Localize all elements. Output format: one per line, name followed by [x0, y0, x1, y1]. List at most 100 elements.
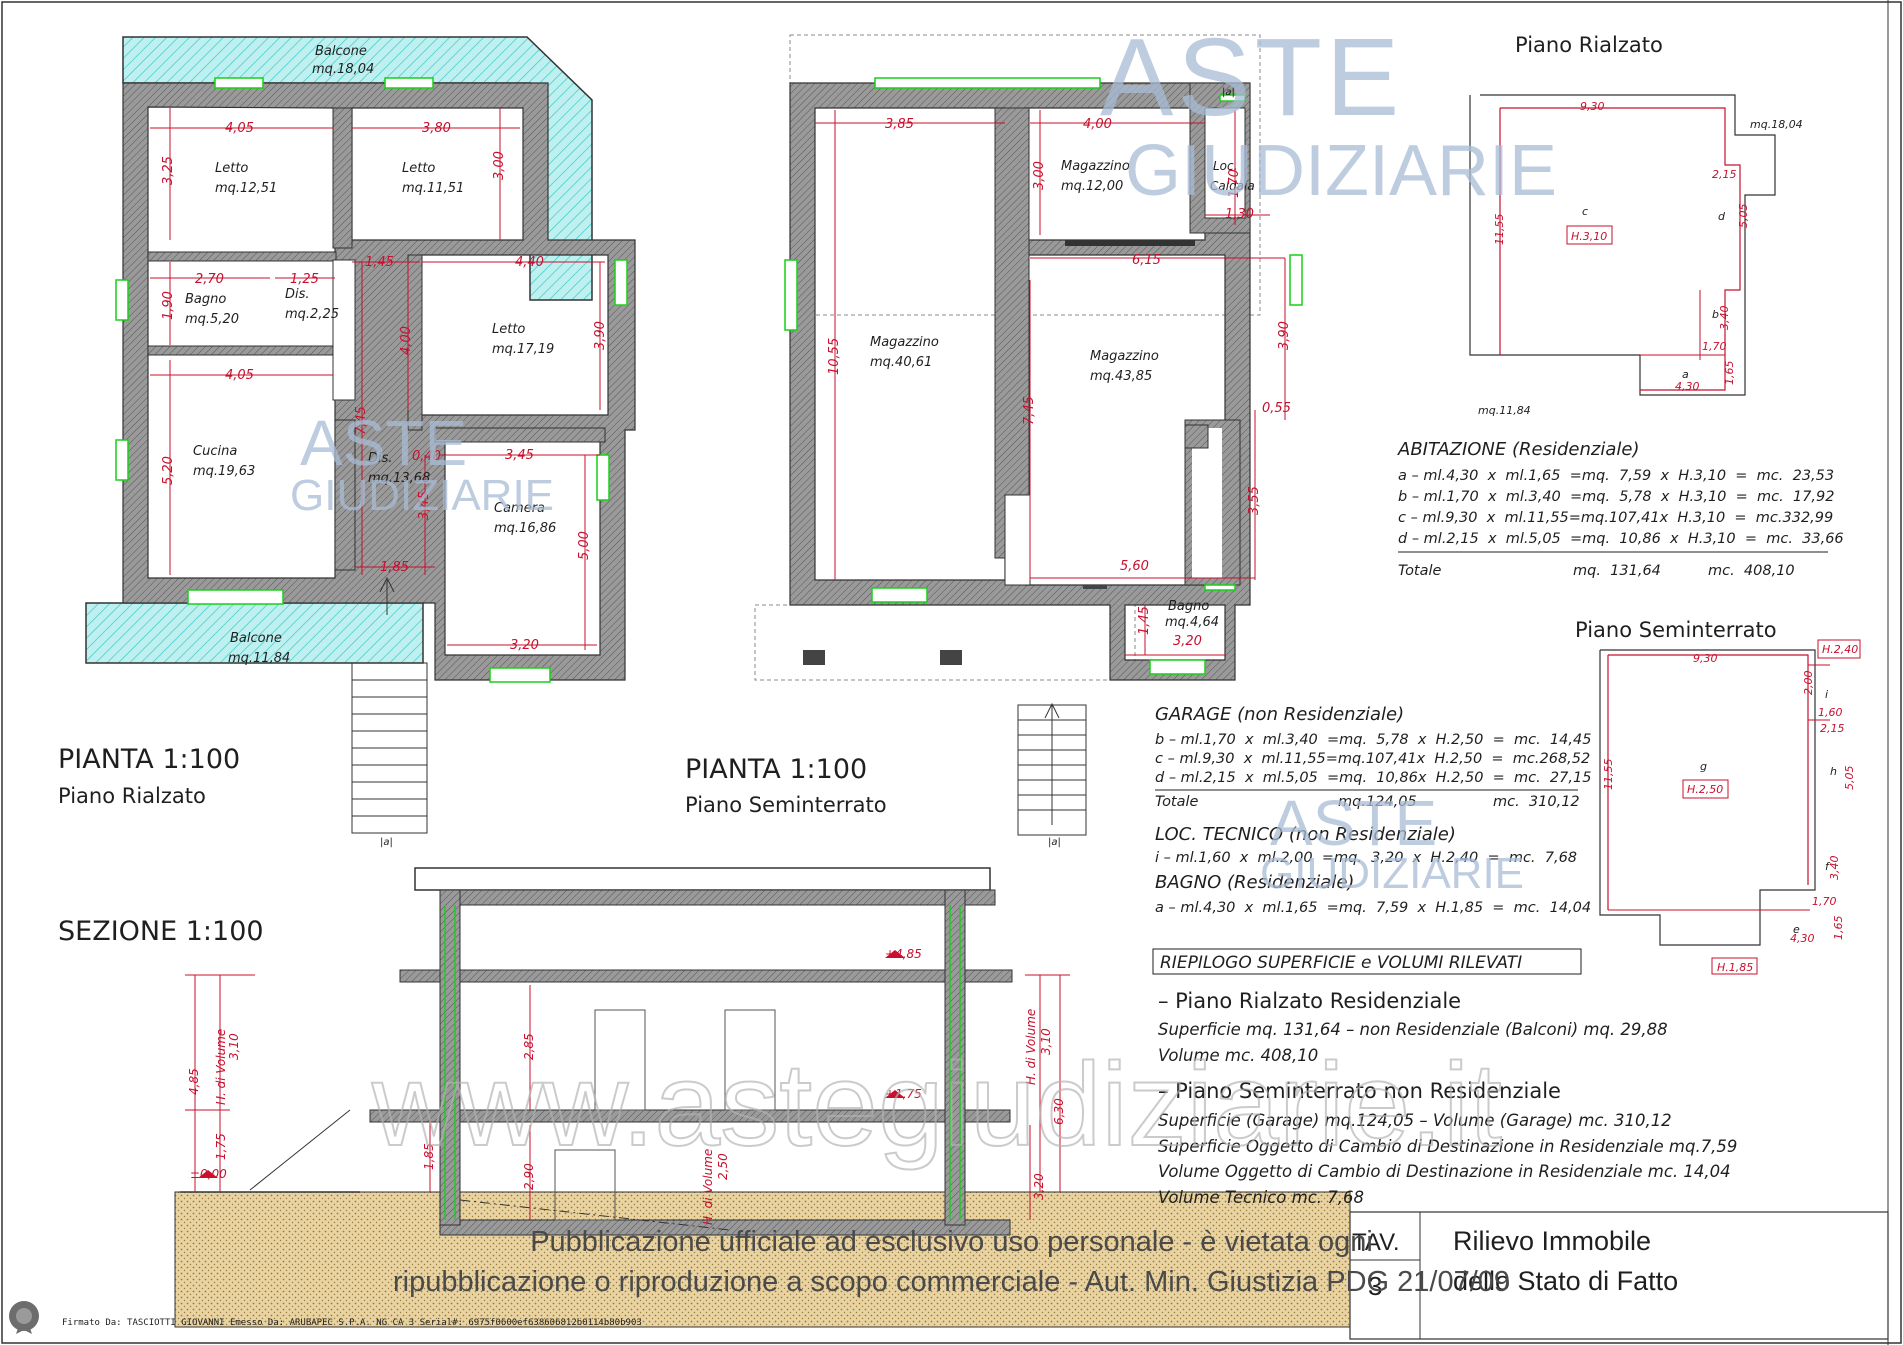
dim-r-5: 1,25 [290, 272, 319, 287]
dim-r-19: 3,20 [510, 638, 539, 653]
dim-s-10: 3,55 [1247, 486, 1262, 515]
room-name-dis-2: Dis. [368, 451, 393, 466]
abitazione-total-label: Totale [1398, 563, 1442, 579]
room-area-magazzino-3: mq.43,85 [1090, 369, 1152, 384]
riepilogo-heading: RIEPILOGO SUPERFICIE e VOLUMI RILEVATI [1160, 953, 1522, 973]
dim-r-1: 3,80 [422, 121, 451, 136]
room-area-letto-2: mq.11,51 [402, 181, 464, 196]
ss-label-17: H.1,85 [1717, 961, 1753, 974]
garage-row-c: c – ml.9,30 x ml.11,55=mq.107,41x H.2,50… [1155, 751, 1590, 767]
room-name-loc-caldaia-2: Caldaia [1210, 179, 1255, 193]
watermark-brand-top-2: ASTE [300, 407, 467, 479]
dim-s-1: 4,00 [1083, 117, 1112, 132]
room-name-cucina: Cucina [193, 444, 237, 459]
dim-s-5: 6,15 [1132, 253, 1161, 268]
stair-mark-rialzato: |a| [380, 837, 393, 848]
scheme-rialzato-title: Piano Rialzato [1515, 33, 1663, 57]
room-area-magazzino-2: mq.12,00 [1061, 179, 1123, 194]
dim-s-3: 1,70 [1227, 169, 1242, 198]
ss-label-6: h [1830, 765, 1837, 778]
dim-r-16: 3,45 [505, 448, 534, 463]
sr-label-12: a [1682, 368, 1689, 381]
garage-total-volume: mc. 310,12 [1493, 794, 1580, 810]
sr-label-11: 1,65 [1723, 361, 1736, 386]
title-block [1349, 1211, 1889, 1340]
riepilogo-rialzato-title: – Piano Rialzato Residenziale [1158, 989, 1461, 1013]
dim-s-7: 3,90 [1277, 321, 1292, 350]
bagno-row: a – ml.4,30 x ml.1,65 =mq. 7,59 x H.1,85… [1155, 900, 1591, 916]
sr-label-0: 9,30 [1580, 100, 1605, 113]
ss-label-5: 2,15 [1820, 722, 1845, 735]
sec-label-11: 2,50 [716, 1153, 730, 1180]
ss-label-11: f [1825, 860, 1831, 873]
sr-label-13: 4,30 [1675, 380, 1700, 393]
room-area-balcone-top: mq.18,04 [312, 62, 374, 77]
tav-number: 3 [1368, 1271, 1382, 1301]
loc-tecnico-row: i – ml.1,60 x ml.2,00 =mq. 3,20 x H.2,40… [1155, 850, 1577, 866]
dim-s-12: 1,45 [1137, 606, 1152, 635]
sec-label-12: H. di Volume [1024, 1009, 1038, 1085]
dim-r-11: 4,05 [225, 368, 254, 383]
garage-row-d: d – ml.2,15 x ml.5,05 =mq. 10,86x H.2,50… [1155, 770, 1591, 786]
ss-label-2: 2,00 [1802, 671, 1815, 696]
sec-label-1: 2,85 [522, 1033, 536, 1060]
room-name-bagno: Bagno [185, 292, 226, 307]
room-area-bagno-sem: mq.4,64 [1165, 615, 1219, 630]
dim-r-3: 3,00 [492, 151, 507, 180]
room-name-letto-2: Letto [402, 161, 435, 176]
watermark-site: www.astegiudiziarie.it [371, 1039, 1502, 1171]
plan-seminterrato-title: PIANTA 1:100 [685, 754, 867, 785]
room-name-dis-1: Dis. [285, 287, 310, 302]
sr-label-1: mq.18,04 [1750, 118, 1803, 131]
scheme-rialzato [1469, 94, 1776, 396]
room-area-letto-1: mq.12,51 [215, 181, 277, 196]
stair-mark-top: |a| [1222, 87, 1235, 98]
room-area-dis-2: mq.13,68 [368, 471, 430, 486]
dim-s-11: 5,60 [1120, 559, 1149, 574]
sec-label-13: 3,10 [1039, 1028, 1053, 1055]
digital-signature: Firmato Da: TASCIOTTI GIOVANNI Emesso Da… [62, 1318, 642, 1328]
dim-r-0: 4,05 [225, 121, 254, 136]
watermarks: ASTE GIUDIZIARIE ASTE GIUDIZIARIE ASTE G… [290, 16, 1557, 1172]
room-name-magazzino-2: Magazzino [1061, 159, 1130, 174]
sec-label-7: 3,10 [227, 1033, 241, 1060]
room-name-loc-caldaia-1: Loc. [1213, 159, 1237, 173]
sec-label-2: +1,75 [885, 1087, 922, 1101]
sec-label-4: 2,90 [522, 1163, 536, 1190]
stair-mark-seminterrato: |a| [1048, 837, 1061, 848]
abitazione-row-b: b – ml.1,70 x ml.3,40 =mq. 5,78 x H.3,10… [1398, 489, 1834, 505]
sec-label-8: H. di Volume [214, 1029, 228, 1105]
plan-seminterrato-subtitle: Piano Seminterrato [685, 793, 887, 817]
tav-label: TAV. [1352, 1229, 1400, 1256]
room-name-letto-3: Letto [492, 322, 525, 337]
ss-label-13: 1,70 [1812, 895, 1837, 908]
plan-rialzato-title: PIANTA 1:100 [58, 744, 240, 775]
section-title: SEZIONE 1:100 [58, 916, 264, 947]
sr-label-14: mq.11,84 [1478, 404, 1531, 417]
ss-label-12: 3,40 [1828, 856, 1841, 881]
riepilogo-seminterrato-line-4: Volume Tecnico mc. 7,68 [1158, 1188, 1364, 1207]
sr-label-9: 3,40 [1718, 306, 1731, 331]
abitazione-row-a: a – ml.4,30 x ml.1,65 =mq. 7,59 x H.3,10… [1398, 468, 1834, 484]
bagno-heading: BAGNO (Residenziale) [1155, 872, 1354, 893]
loc-tecnico-heading: LOC. TECNICO (non Residenziale) [1155, 824, 1456, 845]
ss-label-1: H.2,40 [1822, 643, 1858, 656]
riepilogo-rialzato-line-2: Volume mc. 408,10 [1158, 1046, 1318, 1065]
dim-r-6: 1,45 [365, 255, 394, 270]
room-area-cucina: mq.19,63 [193, 464, 255, 479]
room-name-magazzino-1: Magazzino [870, 335, 939, 350]
garage-heading: GARAGE (non Residenziale) [1155, 704, 1404, 725]
sec-label-5: ±0,00 [190, 1167, 227, 1181]
ss-label-14: 1,65 [1832, 916, 1845, 941]
sec-label-9: 1,75 [214, 1133, 228, 1160]
room-area-camera: mq.16,86 [494, 521, 556, 536]
plan-rialzato-subtitle: Piano Rialzato [58, 784, 206, 808]
dim-r-8: 1,90 [161, 291, 176, 320]
riepilogo-seminterrato-line-1: Superficie (Garage) mq.124,05 – Volume (… [1158, 1111, 1672, 1130]
garage-total-area: mq.124,05 [1338, 794, 1417, 810]
seal-icon [9, 1301, 39, 1334]
watermark-brand-top-3: ASTE [1270, 787, 1437, 859]
dim-r-17: 5,00 [577, 531, 592, 560]
ss-label-4: 1,60 [1818, 706, 1843, 719]
